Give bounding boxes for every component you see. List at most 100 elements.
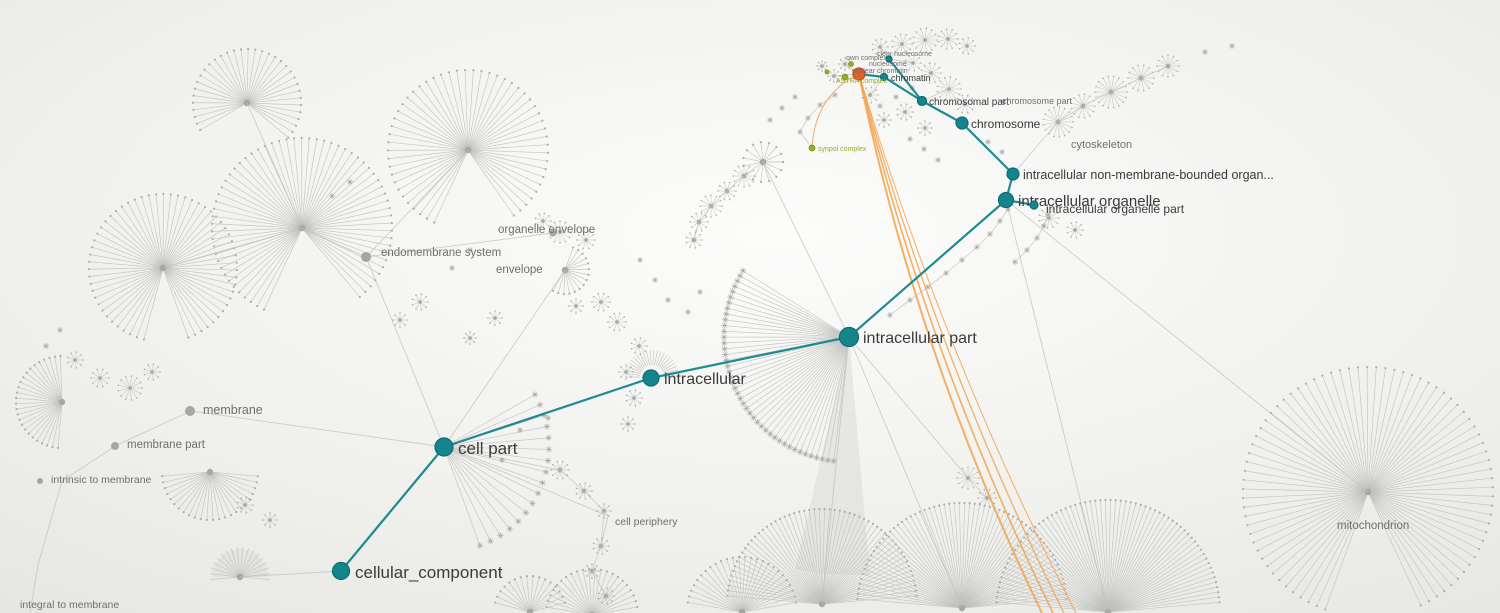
rosette-node[interactable] (117, 375, 143, 401)
rosette-node[interactable] (236, 496, 254, 514)
rosette-node[interactable] (534, 212, 552, 230)
node-label-intracellular[interactable]: intracellular (664, 371, 746, 388)
rosette-node[interactable] (620, 416, 636, 432)
enriched-node[interactable] (808, 144, 816, 152)
fan-hub-node[interactable] (206, 468, 214, 476)
leaf-node-star (545, 434, 552, 442)
edge-fan (14, 354, 66, 449)
fan-hub-node[interactable] (738, 608, 746, 613)
rosette-node[interactable] (920, 62, 942, 84)
path-node-nucleosome_cluster[interactable] (885, 55, 893, 63)
rosette-node[interactable] (262, 512, 278, 528)
rosette-node[interactable] (956, 466, 980, 490)
rosette-node[interactable] (576, 230, 596, 250)
path-node-intracellular_organelle_part[interactable] (1029, 200, 1039, 210)
rosette-node[interactable] (955, 94, 975, 114)
rosette-node[interactable] (487, 310, 503, 326)
rosette-node[interactable] (618, 364, 634, 380)
graph-edge (1057, 105, 1084, 123)
rosette-node[interactable] (392, 312, 408, 328)
leaf-node-star (985, 139, 991, 145)
graph-edge (190, 410, 445, 448)
rosette-node[interactable] (411, 293, 429, 311)
path-node-chromosomal_part[interactable] (916, 95, 928, 107)
rosette-node[interactable] (912, 27, 938, 53)
rosette-node[interactable] (591, 292, 611, 312)
rosette-node[interactable] (1066, 221, 1084, 239)
leaf-node-star (536, 401, 544, 408)
leaf-node-star (779, 105, 785, 111)
graph-edge (239, 570, 342, 578)
path-node-intracellular[interactable] (642, 369, 660, 387)
path-node-intracellular_organelle[interactable] (997, 191, 1015, 209)
hub-node[interactable] (37, 478, 43, 484)
graph-edge (762, 161, 850, 338)
rosette-node[interactable] (625, 389, 643, 407)
rosette-node[interactable] (568, 298, 584, 314)
leaf-node-star (449, 265, 455, 271)
enriched-node[interactable] (824, 69, 830, 75)
hub-node[interactable] (549, 229, 557, 237)
enriched-node[interactable] (841, 73, 849, 81)
rosette-node[interactable] (607, 312, 627, 332)
rosette-node[interactable] (917, 120, 933, 136)
path-edge (961, 122, 1014, 175)
rosette-node[interactable] (630, 337, 648, 355)
leaf-node-star (766, 430, 774, 438)
graph-edge (927, 272, 947, 288)
leaf-node-star (539, 479, 546, 487)
hub-node[interactable] (361, 252, 371, 262)
node-label-intracellular_part[interactable]: intracellular part (863, 330, 977, 347)
graph-edge (1140, 65, 1169, 79)
rosette-node[interactable] (1094, 75, 1128, 109)
leaf-node-star (725, 299, 733, 306)
edge-fan (625, 350, 679, 378)
rosette-node[interactable] (861, 86, 879, 104)
leaf-node-star (771, 434, 778, 441)
rosette-node[interactable] (143, 363, 161, 381)
enriched-node[interactable] (848, 61, 854, 67)
path-node-intracellular_part[interactable] (838, 326, 860, 348)
rosette-node[interactable] (958, 37, 976, 55)
leaf-node-star (517, 427, 523, 433)
path-edge (921, 100, 963, 124)
rosette-node[interactable] (871, 38, 889, 56)
path-node-cell_part[interactable] (434, 437, 454, 457)
node-label-intracellular_nmb_organelle[interactable]: intracellular non-membrane-bounded organ… (1023, 168, 1274, 182)
hub-node[interactable] (111, 442, 119, 450)
node-label-intracellular_organelle[interactable]: intracellular organelle (1018, 193, 1161, 210)
node-label-cellular_component[interactable]: cellular_component (355, 563, 503, 582)
edge-fan (87, 192, 239, 341)
rosette-node[interactable] (891, 33, 913, 55)
rosette-node[interactable] (936, 76, 962, 102)
path-node-cellular_component[interactable] (331, 561, 351, 581)
node-label-chromosomal_part[interactable]: chromosomal part (929, 97, 1009, 108)
selected-term-node[interactable] (852, 67, 866, 81)
path-node-chromatin[interactable] (879, 72, 889, 82)
rosette-node[interactable] (876, 112, 892, 128)
rosette-node[interactable] (937, 28, 959, 50)
rosette-node[interactable] (90, 368, 110, 388)
fan-hub-node[interactable] (526, 608, 534, 613)
leaf-node-star (935, 157, 941, 163)
path-node-chromosome[interactable] (955, 116, 969, 130)
node-label-chromosome[interactable]: chromosome (971, 117, 1041, 131)
fan-hub-node[interactable] (58, 398, 66, 406)
rosette-node[interactable] (816, 60, 828, 72)
leaf-node-star (665, 297, 671, 303)
node-label-chromatin[interactable]: chromatin (891, 73, 931, 83)
rosette-node[interactable] (463, 331, 477, 345)
graph-edge (961, 246, 978, 261)
rosette-node[interactable] (66, 351, 84, 369)
rosette-node[interactable] (896, 103, 914, 121)
hub-node[interactable] (185, 406, 195, 416)
leaf-node-star (531, 391, 539, 398)
rosette-node[interactable] (904, 54, 922, 72)
node-label-cell_part[interactable]: cell part (458, 439, 518, 458)
graph-edge (591, 545, 602, 572)
path-node-intracellular_nmb_organelle[interactable] (1006, 167, 1020, 181)
graph-edge (591, 570, 607, 597)
node-label-intracellular_organelle_part[interactable]: intracellular organelle part (1046, 202, 1185, 216)
